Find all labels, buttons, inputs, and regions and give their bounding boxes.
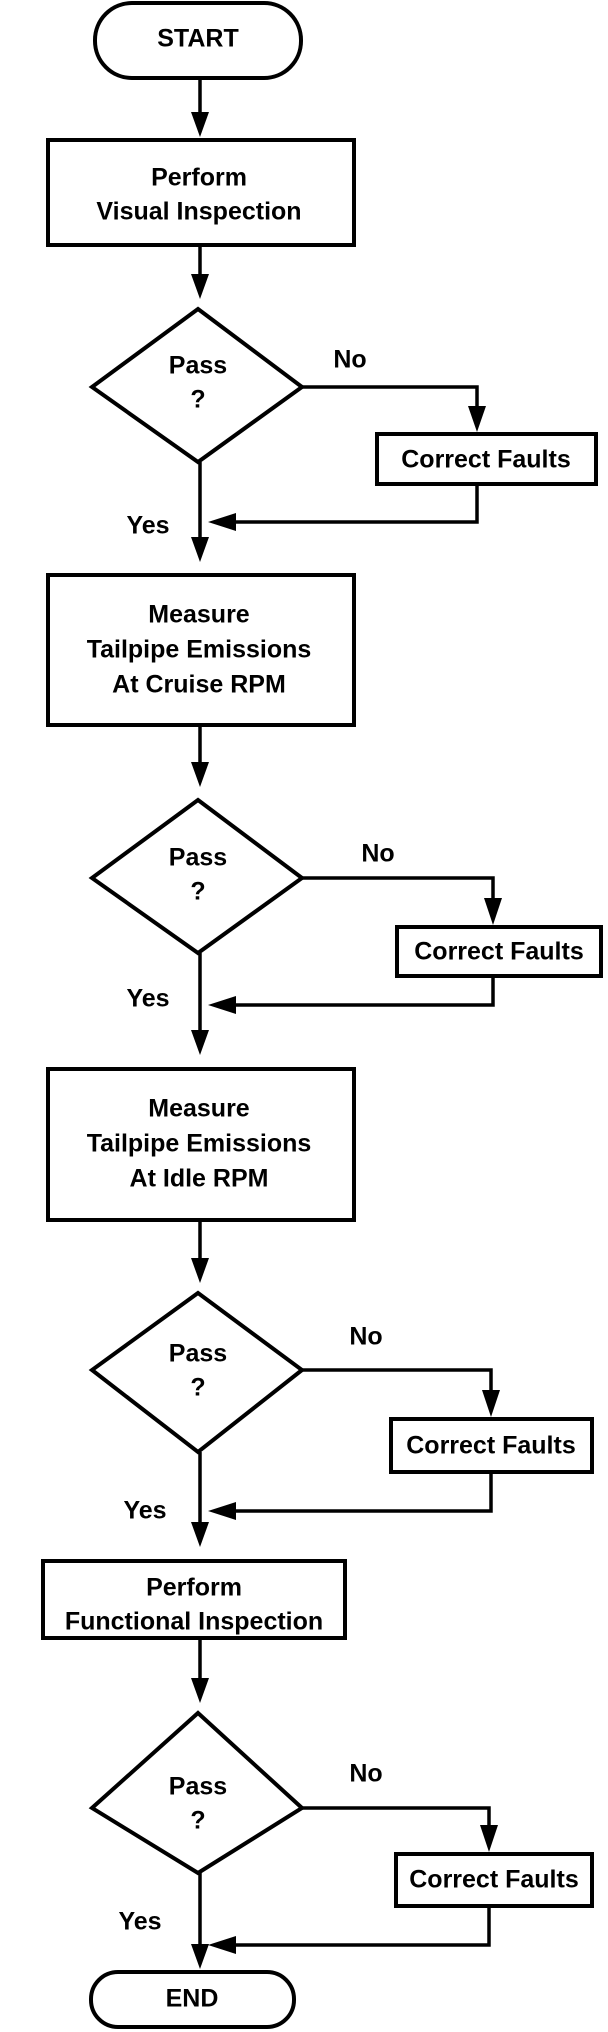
decision-functional-inspection: Pass ? No Yes bbox=[88, 1710, 383, 1936]
arrowhead-down bbox=[191, 1030, 209, 1055]
no-label: No bbox=[333, 346, 366, 374]
arrowhead-down bbox=[480, 1825, 498, 1852]
arrowhead-left bbox=[208, 1936, 236, 1954]
decision-question-line: ? bbox=[190, 1807, 205, 1835]
step-label-line: Measure bbox=[148, 1095, 250, 1123]
arrowhead-down bbox=[191, 1944, 209, 1969]
no-label: No bbox=[349, 1760, 382, 1788]
arrowheads bbox=[191, 112, 502, 1969]
step-label-line: Perform bbox=[151, 164, 247, 192]
decision-idle-emissions: Pass ? No Yes bbox=[88, 1290, 383, 1525]
no-label: No bbox=[349, 1323, 382, 1351]
step-label-line: At Idle RPM bbox=[130, 1165, 269, 1193]
step-label-line: Measure bbox=[148, 601, 250, 629]
arrowhead-down bbox=[191, 1678, 209, 1703]
connector-decision1-return bbox=[228, 484, 479, 524]
correct-faults-box: Correct Faults bbox=[375, 432, 598, 486]
end-terminal: END bbox=[89, 1970, 296, 2029]
step-label-line: Functional Inspection bbox=[65, 1608, 323, 1636]
arrowhead-down bbox=[191, 274, 209, 299]
arrowhead-left bbox=[208, 996, 236, 1014]
arrowhead-left bbox=[208, 1502, 236, 1520]
yes-label: Yes bbox=[123, 1497, 166, 1525]
correct-faults-box: Correct Faults bbox=[389, 1417, 594, 1474]
decision-question-line: Pass bbox=[169, 352, 227, 380]
step-idle-emissions: Measure Tailpipe Emissions At Idle RPM bbox=[46, 1067, 356, 1222]
decision-question-line: Pass bbox=[169, 844, 227, 872]
connector-decision3-return bbox=[228, 1472, 493, 1513]
decision-visual-inspection: Pass ? No Yes bbox=[88, 306, 367, 540]
end-label: END bbox=[166, 1985, 219, 2013]
start-terminal: START bbox=[93, 1, 303, 80]
correct-faults-label: Correct Faults bbox=[409, 1866, 578, 1894]
decision-question-line: ? bbox=[190, 386, 205, 414]
step-cruise-emissions: Measure Tailpipe Emissions At Cruise RPM bbox=[46, 573, 356, 727]
step-label-line: Perform bbox=[146, 1574, 242, 1602]
correct-faults-label: Correct Faults bbox=[401, 446, 570, 474]
decision-question-line: Pass bbox=[169, 1340, 227, 1368]
connector-decision3-no bbox=[302, 1368, 493, 1398]
correct-faults-box: Correct Faults bbox=[394, 1852, 594, 1908]
yes-label: Yes bbox=[118, 1908, 161, 1936]
arrowhead-down bbox=[191, 1258, 209, 1283]
connector-decision1-no bbox=[302, 385, 479, 412]
arrowhead-left bbox=[208, 513, 236, 531]
arrowhead-down bbox=[484, 898, 502, 925]
arrowhead-down bbox=[191, 537, 209, 562]
yes-label: Yes bbox=[126, 512, 169, 540]
step-visual-inspection: Perform Visual Inspection bbox=[46, 138, 356, 247]
connector-decision2-no bbox=[302, 876, 495, 905]
correct-faults-label: Correct Faults bbox=[406, 1432, 575, 1460]
connector-decision4-return bbox=[228, 1906, 491, 1947]
step-label-line: Tailpipe Emissions bbox=[87, 1130, 312, 1158]
step-label-line: Visual Inspection bbox=[96, 198, 301, 226]
connector-decision2-return bbox=[228, 976, 495, 1007]
step-functional-inspection: Perform Functional Inspection bbox=[41, 1559, 347, 1640]
decision-question-line: ? bbox=[190, 1374, 205, 1402]
connector-decision4-no bbox=[302, 1806, 491, 1832]
no-label: No bbox=[361, 840, 394, 868]
arrowhead-down bbox=[468, 406, 486, 432]
arrowhead-down bbox=[191, 112, 209, 137]
step-label-line: At Cruise RPM bbox=[112, 671, 286, 699]
decision-question-line: Pass bbox=[169, 1773, 227, 1801]
yes-label: Yes bbox=[126, 985, 169, 1013]
decision-question-line: ? bbox=[190, 878, 205, 906]
arrowhead-down bbox=[482, 1390, 500, 1417]
step-label-line: Tailpipe Emissions bbox=[87, 636, 312, 664]
start-label: START bbox=[157, 25, 238, 53]
correct-faults-label: Correct Faults bbox=[414, 938, 583, 966]
arrowhead-down bbox=[191, 1522, 209, 1547]
correct-faults-box: Correct Faults bbox=[395, 925, 603, 978]
arrowhead-down bbox=[191, 762, 209, 787]
decision-cruise-emissions: Pass ? No Yes bbox=[88, 797, 395, 1013]
